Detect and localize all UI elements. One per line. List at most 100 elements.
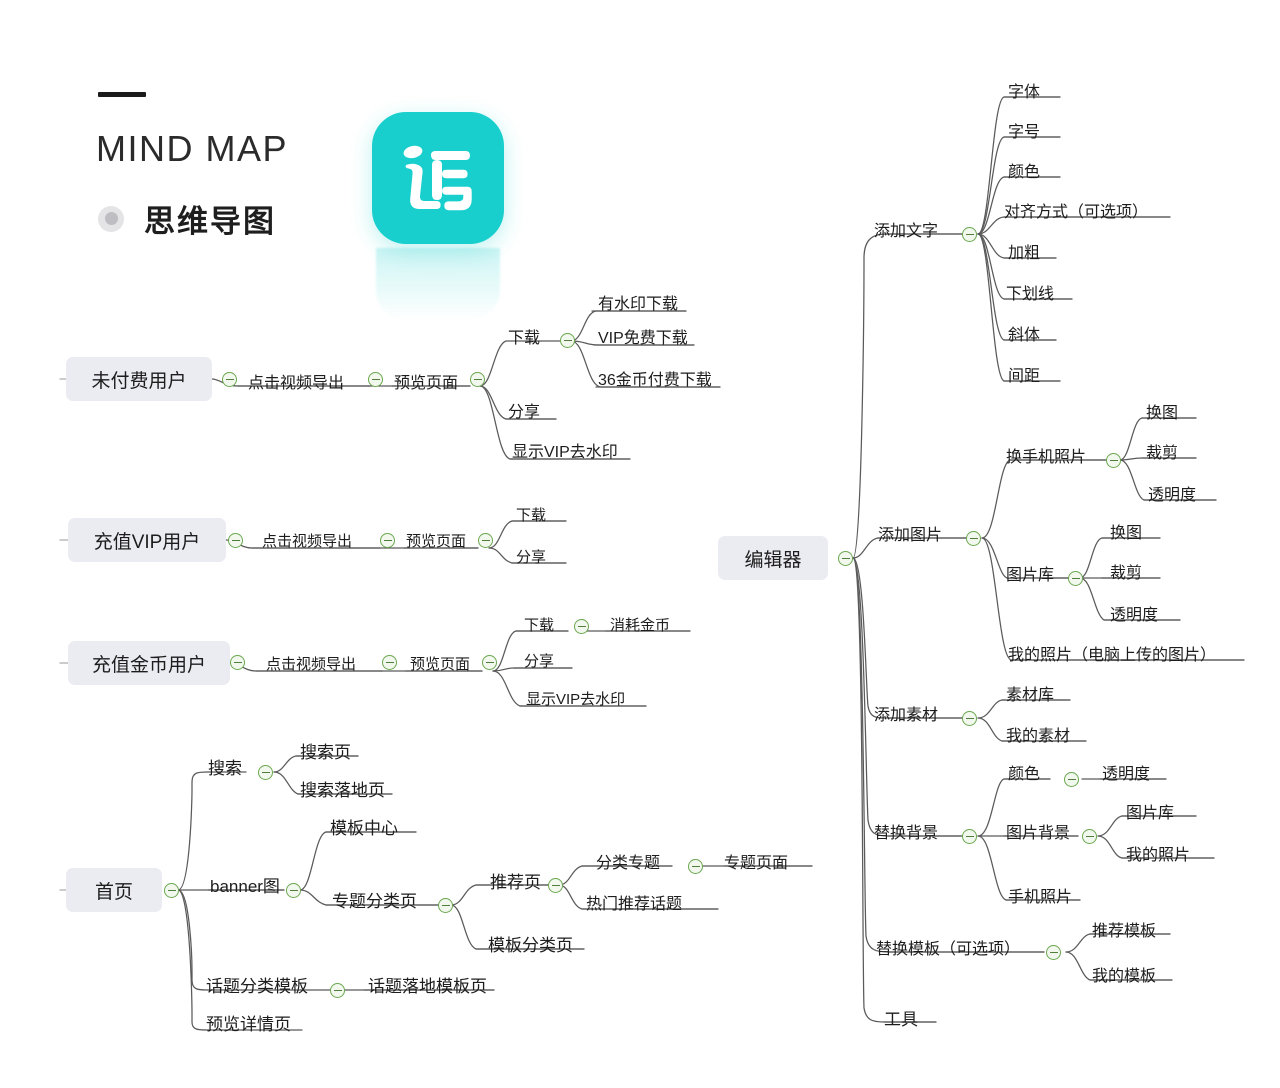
collapse-toggle-unpaid-export[interactable] — [368, 372, 383, 387]
collapse-toggle-background-image[interactable] — [1082, 829, 1097, 844]
collapse-toggle-unpaid-preview[interactable] — [470, 372, 485, 387]
node-unpaid-preview[interactable]: 预览页面 — [394, 376, 458, 392]
node-home-template-category-page[interactable]: 模板分类页 — [488, 937, 573, 954]
node-unpaid-download-watermark[interactable]: 有水印下载 — [598, 297, 678, 313]
node-unpaid-user[interactable]: 未付费用户 — [66, 357, 212, 401]
node-phone-photo-change[interactable]: 换图 — [1146, 406, 1178, 422]
node-image-library[interactable]: 图片库 — [1006, 568, 1054, 584]
node-coin-user[interactable]: 充值金币用户 — [68, 641, 230, 685]
node-home-topic-landing-template[interactable]: 话题落地模板页 — [368, 978, 487, 995]
node-phone-photo-opacity[interactable]: 透明度 — [1148, 488, 1196, 504]
node-font-family[interactable]: 字体 — [1008, 85, 1040, 101]
node-add-text[interactable]: 添加文字 — [874, 224, 938, 240]
node-recommended-template[interactable]: 推荐模板 — [1092, 924, 1156, 940]
collapse-toggle-replace-template[interactable] — [1046, 945, 1061, 960]
node-replace-background[interactable]: 替换背景 — [874, 826, 938, 842]
node-home-search-landing[interactable]: 搜索落地页 — [300, 782, 385, 799]
node-material-library[interactable]: 素材库 — [1006, 688, 1054, 704]
node-coin-preview[interactable]: 预览页面 — [410, 657, 470, 672]
node-coin-export[interactable]: 点击视频导出 — [266, 657, 356, 672]
collapse-toggle-add-image[interactable] — [966, 531, 981, 546]
collapse-toggle-topic-template[interactable] — [330, 983, 345, 998]
node-my-template[interactable]: 我的模板 — [1092, 969, 1156, 985]
node-background-color[interactable]: 颜色 — [1008, 767, 1040, 783]
node-label: 颜色 — [1008, 766, 1041, 783]
node-image-library-crop[interactable]: 裁剪 — [1110, 566, 1142, 582]
node-home-preview-detail[interactable]: 预览详情页 — [206, 1016, 291, 1033]
node-unpaid-share[interactable]: 分享 — [508, 405, 540, 421]
collapse-toggle-replace-background[interactable] — [962, 829, 977, 844]
collapse-toggle-home-search[interactable] — [258, 765, 273, 780]
node-replace-template[interactable]: 替换模板（可选项） — [876, 942, 1020, 958]
collapse-toggle-unpaid-user[interactable] — [222, 372, 237, 387]
node-change-phone-photo[interactable]: 换手机照片 — [1006, 450, 1086, 466]
node-label: 模板中心 — [330, 819, 398, 838]
node-tools[interactable]: 工具 — [884, 1011, 918, 1028]
node-add-material[interactable]: 添加素材 — [874, 708, 938, 724]
node-phone-photo-crop[interactable]: 裁剪 — [1146, 446, 1178, 462]
node-add-image[interactable]: 添加图片 — [878, 528, 942, 544]
collapse-toggle-coin-preview[interactable] — [482, 655, 497, 670]
collapse-toggle-vip-preview[interactable] — [478, 533, 493, 548]
node-home-hot-topic[interactable]: 热门推荐话题 — [586, 897, 682, 913]
node-home-search[interactable]: 搜索 — [208, 760, 242, 777]
node-home[interactable]: 首页 — [66, 868, 162, 912]
collapse-toggle-add-material[interactable] — [962, 711, 977, 726]
node-text-underline[interactable]: 下划线 — [1006, 287, 1054, 303]
node-vip-share[interactable]: 分享 — [516, 550, 546, 565]
collapse-toggle-vip-user[interactable] — [228, 533, 243, 548]
collapse-toggle-vip-export[interactable] — [380, 533, 395, 548]
node-home-search-page[interactable]: 搜索页 — [300, 744, 351, 761]
node-unpaid-export[interactable]: 点击视频导出 — [248, 376, 344, 392]
node-font-color[interactable]: 颜色 — [1008, 165, 1040, 181]
node-editor-root[interactable]: 编辑器 — [718, 536, 828, 580]
node-home-topic-category-page[interactable]: 专题分类页 — [332, 893, 417, 910]
node-vip-export[interactable]: 点击视频导出 — [262, 534, 352, 549]
collapse-toggle-background-color[interactable] — [1064, 772, 1079, 787]
node-my-material[interactable]: 我的素材 — [1006, 729, 1070, 745]
collapse-toggle-coin-download[interactable] — [574, 619, 589, 634]
collapse-toggle-add-text[interactable] — [962, 227, 977, 242]
node-home-topic-page[interactable]: 专题页面 — [724, 856, 788, 872]
node-coin-consume[interactable]: 消耗金币 — [610, 618, 670, 633]
node-unpaid-download-paid[interactable]: 36金币付费下载 — [598, 373, 712, 389]
node-image-library-change[interactable]: 换图 — [1110, 526, 1142, 542]
collapse-toggle-coin-user[interactable] — [230, 655, 245, 670]
node-text-align[interactable]: 对齐方式（可选项） — [1004, 205, 1148, 221]
node-text-bold[interactable]: 加粗 — [1008, 246, 1040, 262]
node-my-photo-uploaded[interactable]: 我的照片（电脑上传的图片） — [1008, 648, 1216, 664]
node-home-recommend-page[interactable]: 推荐页 — [490, 874, 541, 891]
node-font-size[interactable]: 字号 — [1008, 125, 1040, 141]
node-background-phone-photo[interactable]: 手机照片 — [1008, 890, 1072, 906]
node-coin-share[interactable]: 分享 — [524, 654, 554, 669]
collapse-toggle-editor-root[interactable] — [838, 551, 853, 566]
collapse-toggle-home-banner[interactable] — [286, 883, 301, 898]
collapse-toggle-change-phone-photo[interactable] — [1106, 453, 1121, 468]
node-coin-show-vip-watermark[interactable]: 显示VIP去水印 — [526, 692, 625, 707]
node-home-template-center[interactable]: 模板中心 — [330, 820, 398, 837]
node-unpaid-download-vip-free[interactable]: VIP免费下载 — [598, 331, 688, 347]
collapse-toggle-home[interactable] — [164, 883, 179, 898]
node-home-banner[interactable]: banner图 — [210, 878, 280, 895]
node-text-spacing[interactable]: 间距 — [1008, 369, 1040, 385]
collapse-toggle-coin-export[interactable] — [382, 655, 397, 670]
node-image-library-opacity[interactable]: 透明度 — [1110, 608, 1158, 624]
node-unpaid-download[interactable]: 下载 — [508, 331, 540, 347]
collapse-toggle-unpaid-download[interactable] — [560, 333, 575, 348]
node-home-topic-template[interactable]: 话题分类模板 — [206, 978, 308, 995]
node-vip-download[interactable]: 下载 — [516, 508, 546, 523]
node-unpaid-show-vip-watermark[interactable]: 显示VIP去水印 — [512, 445, 618, 461]
node-vip-preview[interactable]: 预览页面 — [406, 534, 466, 549]
collapse-toggle-topic-category[interactable] — [438, 898, 453, 913]
node-background-opacity[interactable]: 透明度 — [1102, 767, 1150, 783]
node-home-category-topic[interactable]: 分类专题 — [596, 856, 660, 872]
node-coin-download[interactable]: 下载 — [524, 618, 554, 633]
collapse-toggle-image-library[interactable] — [1068, 571, 1083, 586]
collapse-toggle-recommend-page[interactable] — [548, 878, 563, 893]
node-vip-user[interactable]: 充值VIP用户 — [68, 518, 226, 562]
node-background-image[interactable]: 图片背景 — [1006, 826, 1070, 842]
node-background-image-library[interactable]: 图片库 — [1126, 806, 1174, 822]
node-background-my-photo[interactable]: 我的照片 — [1126, 848, 1190, 864]
node-text-italic[interactable]: 斜体 — [1008, 328, 1040, 344]
collapse-toggle-category-topic[interactable] — [688, 859, 703, 874]
